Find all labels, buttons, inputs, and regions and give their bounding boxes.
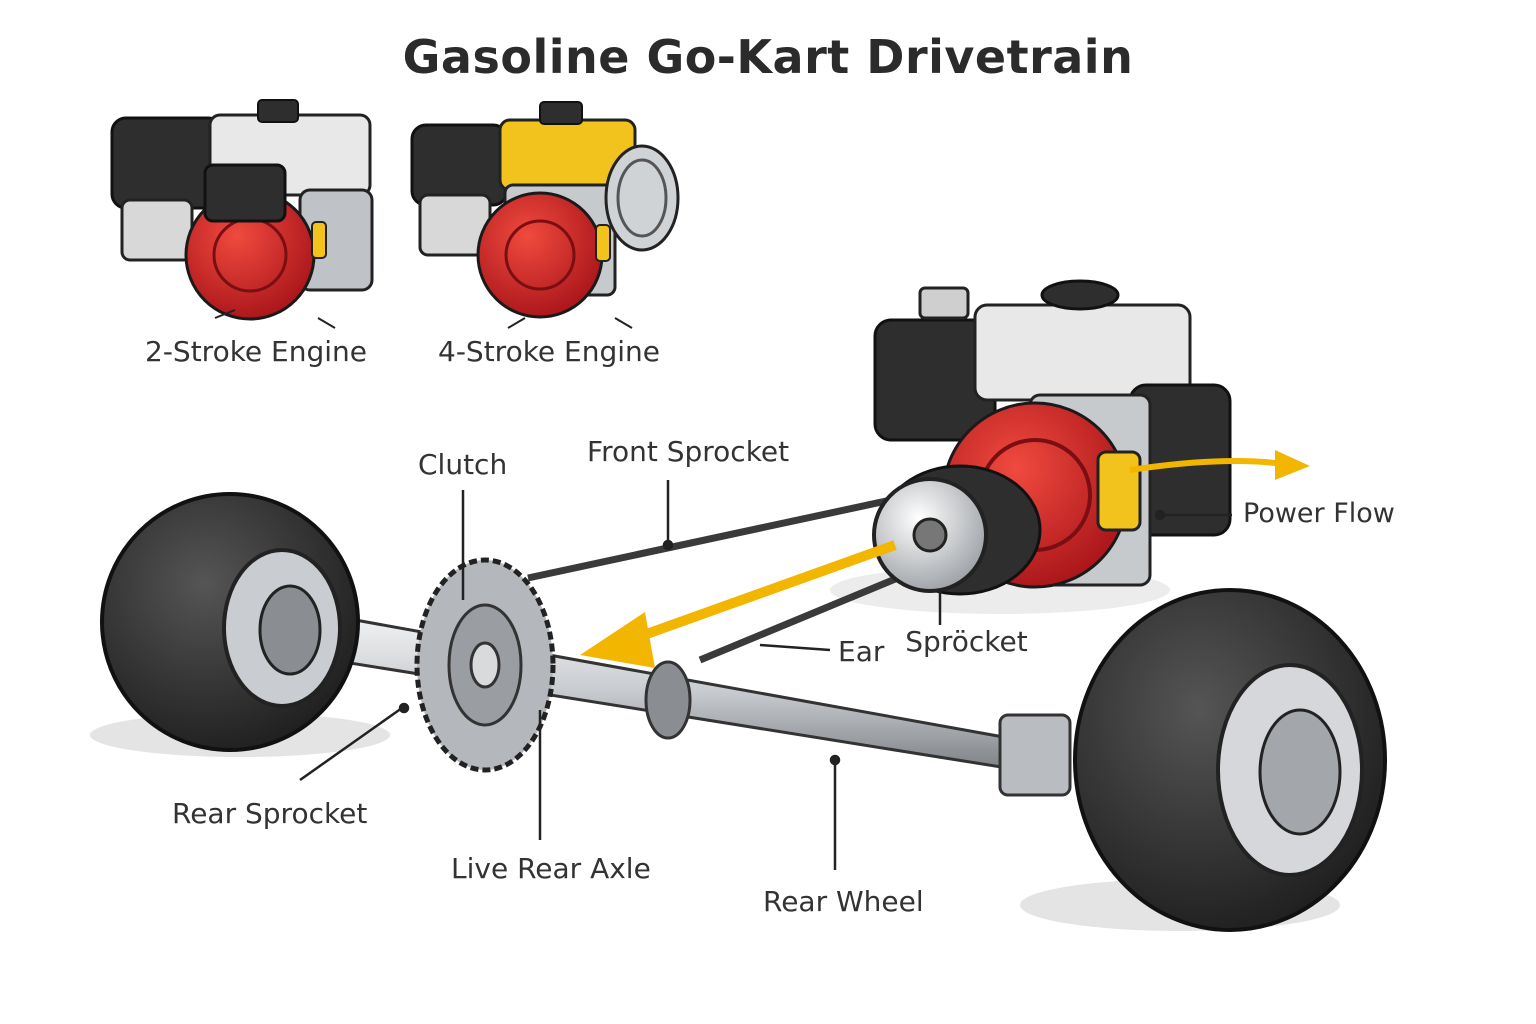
leader-lines bbox=[299, 480, 1232, 870]
label-rear-sprocket: Rear Sprocket bbox=[172, 797, 368, 830]
label-live-rear-axle: Live Rear Axle bbox=[451, 852, 651, 885]
label-four-stroke-engine: 4-Stroke Engine bbox=[438, 335, 661, 368]
label-rear-wheel: Rear Wheel bbox=[763, 885, 924, 918]
right-rear-wheel-illustration bbox=[1073, 588, 1387, 932]
four-stroke-engine-illustration bbox=[410, 101, 680, 329]
label-ear-sprocket-prefix: Ear bbox=[838, 635, 885, 668]
main-engine-illustration bbox=[872, 279, 1232, 596]
power-flow-arrows bbox=[580, 450, 1310, 668]
two-stroke-engine-illustration bbox=[110, 99, 374, 329]
label-ear-sprocket-suffix: Spröcket bbox=[905, 625, 1028, 658]
label-two-stroke-engine: 2-Stroke Engine bbox=[145, 335, 368, 368]
drive-chain bbox=[527, 493, 907, 664]
label-power-flow: Power Flow bbox=[1243, 498, 1395, 529]
label-clutch: Clutch bbox=[418, 448, 508, 481]
diagram-title: Gasoline Go-Kart Drivetrain bbox=[402, 30, 1134, 84]
label-ear-sprocket: Ear Spröcket bbox=[838, 625, 1028, 668]
rear-sprocket-illustration bbox=[414, 557, 556, 773]
label-front-sprocket: Front Sprocket bbox=[587, 435, 790, 468]
left-rear-wheel-illustration bbox=[100, 492, 360, 752]
